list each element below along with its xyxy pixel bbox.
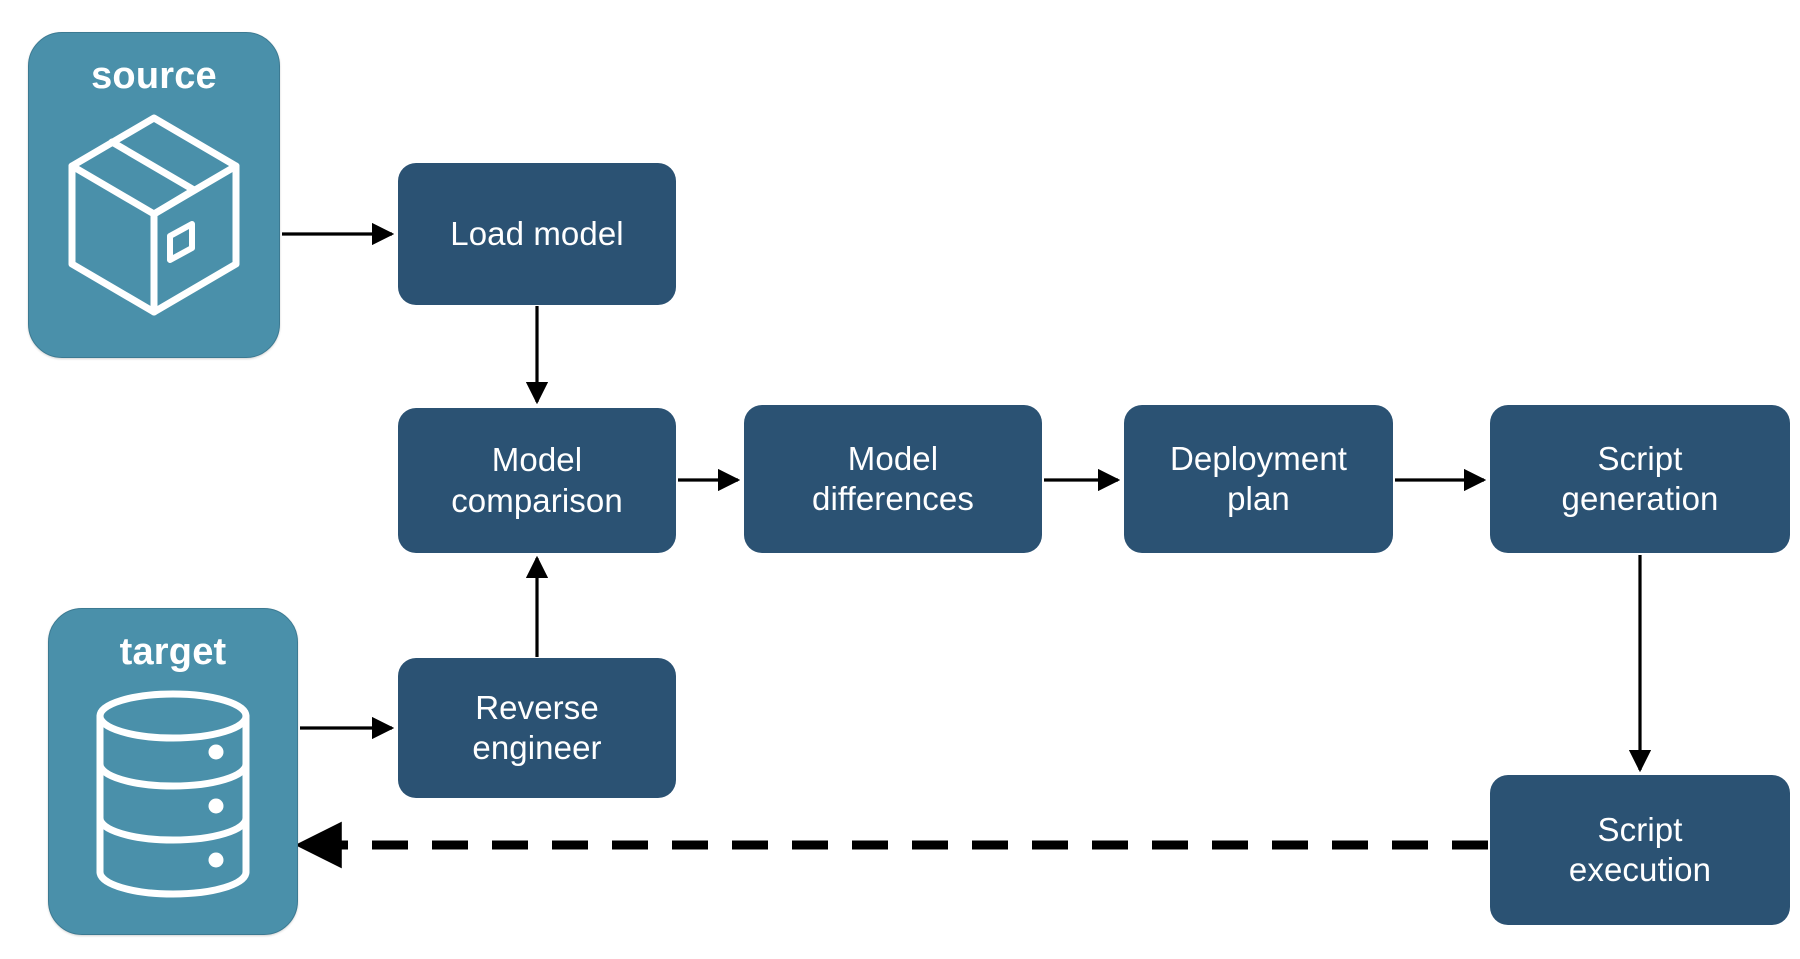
process-reverse-engineer-label: Reverse engineer (472, 688, 602, 766)
process-reverse-engineer[interactable]: Reverse engineer (398, 658, 676, 798)
process-script-generation[interactable]: Script generation (1490, 405, 1790, 553)
process-load-model-label: Load model (450, 214, 624, 252)
source-label: source (91, 55, 217, 97)
target-node[interactable]: target (48, 608, 298, 935)
process-model-differences[interactable]: Model differences (744, 405, 1042, 553)
process-script-generation-label: Script generation (1561, 439, 1719, 517)
process-script-execution[interactable]: Script execution (1490, 775, 1790, 925)
process-model-comparison-label: Model comparison (451, 441, 623, 519)
process-model-differences-label: Model differences (812, 439, 974, 517)
process-load-model[interactable]: Load model (398, 163, 676, 305)
process-script-execution-label: Script execution (1568, 810, 1712, 888)
source-node[interactable]: source (28, 32, 280, 358)
database-cylinder-icon (90, 688, 256, 905)
process-model-comparison[interactable]: Model comparison (398, 408, 676, 553)
process-deployment-plan-label: Deployment plan (1169, 439, 1348, 517)
package-box-icon (66, 112, 242, 329)
target-label: target (119, 631, 227, 673)
process-deployment-plan[interactable]: Deployment plan (1124, 405, 1393, 553)
